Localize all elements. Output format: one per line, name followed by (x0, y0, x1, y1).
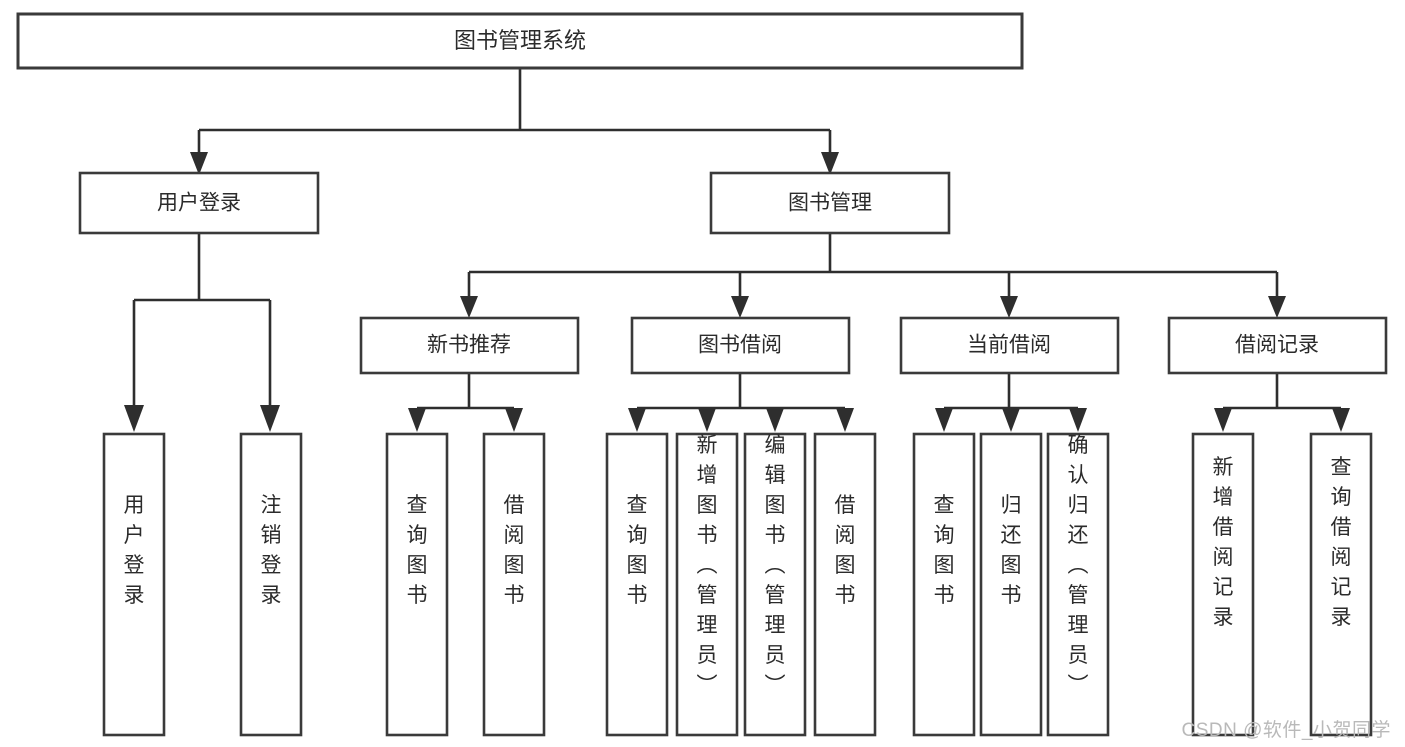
leaf-borrow-book-2[interactable]: 借阅图书 (813, 432, 877, 737)
leaf-confirm-return-box[interactable] (1046, 432, 1110, 737)
leaf-query-book-2[interactable]: 查询图书 (605, 432, 669, 737)
arrow-to-book-borrow (731, 296, 749, 318)
leaf-logout[interactable]: 注销登录 (239, 432, 303, 737)
arrow-to-leaf-user-login (124, 405, 144, 432)
leaf-add-book-label: 新增图书︵管理员︶ (697, 434, 718, 697)
arrow-to-leaf-logout (260, 405, 280, 432)
arrow-to-new-book-rec (460, 296, 478, 318)
node-current-borrow-label: 当前借阅 (967, 334, 1051, 357)
leaf-query-book-3-box[interactable] (912, 432, 976, 737)
leaf-logout-label: 注销登录 (261, 494, 282, 607)
node-user-login-label: 用户登录 (157, 192, 241, 215)
node-book-borrow-box[interactable] (630, 316, 851, 375)
leaf-query-book-2-label: 查询图书 (627, 494, 648, 607)
node-new-book-rec-label: 新书推荐 (427, 334, 511, 357)
connector-user-login-bus (132, 233, 272, 405)
leaf-confirm-return[interactable]: 确认归还︵管理员︶ (1046, 432, 1110, 737)
connector-new-book-rec-bus (415, 373, 516, 414)
leaf-borrow-book-1[interactable]: 借阅图书 (482, 432, 546, 737)
leaf-query-book-3[interactable]: 查询图书 (912, 432, 976, 737)
arrow-to-leaf-query-book-3 (935, 408, 953, 432)
leaf-add-record-box[interactable] (1191, 432, 1255, 737)
node-borrow-record-box[interactable] (1167, 316, 1388, 375)
leaf-query-book-3-label: 查询图书 (934, 494, 955, 607)
leaf-add-record[interactable]: 新增借阅记录 (1191, 432, 1255, 737)
arrow-to-book-manage (821, 152, 839, 175)
node-book-borrow[interactable]: 图书借阅 (630, 316, 851, 375)
node-book-borrow-label: 图书借阅 (698, 334, 782, 357)
connector-borrow-record-bus (1221, 373, 1343, 414)
leaf-query-record-box[interactable] (1309, 432, 1373, 737)
leaf-borrow-book-2-label: 借阅图书 (835, 494, 856, 607)
node-root-label: 图书管理系统 (454, 28, 586, 53)
arrow-to-leaf-borrow-book-1 (505, 408, 523, 432)
leaf-query-book-1[interactable]: 查询图书 (385, 432, 449, 737)
leaf-return-book-label: 归还图书 (1001, 494, 1022, 607)
connector-current-borrow-bus (942, 373, 1080, 414)
leaf-query-book-1-box[interactable] (385, 432, 449, 737)
arrow-to-leaf-confirm-return (1069, 408, 1087, 432)
leaf-logout-box[interactable] (239, 432, 303, 737)
arrow-to-leaf-return-book (1002, 408, 1020, 432)
leaf-user-login-label: 用户登录 (124, 494, 145, 607)
leaf-edit-book[interactable]: 编辑图书︵管理员︶ (743, 432, 807, 737)
node-root-box[interactable] (16, 12, 1024, 70)
node-root[interactable]: 图书管理系统 (16, 12, 1024, 70)
arrow-to-leaf-edit-book (766, 408, 784, 432)
connector-layer (124, 68, 1350, 432)
leaf-add-record-label: 新增借阅记录 (1213, 456, 1234, 629)
leaf-borrow-book-2-box[interactable] (813, 432, 877, 737)
node-new-book-rec-box[interactable] (359, 316, 580, 375)
arrow-to-leaf-query-record (1332, 408, 1350, 432)
leaf-edit-book-label: 编辑图书︵管理员︶ (765, 434, 786, 697)
node-user-login[interactable]: 用户登录 (78, 171, 320, 235)
leaf-user-login-box[interactable] (102, 432, 166, 737)
leaf-add-book[interactable]: 新增图书︵管理员︶ (675, 432, 739, 737)
node-current-borrow[interactable]: 当前借阅 (899, 316, 1120, 375)
connector-book-borrow-bus (635, 373, 847, 414)
connector-book-manage-bus (467, 233, 1279, 298)
leaf-user-login[interactable]: 用户登录 (102, 432, 166, 737)
leaf-query-book-2-box[interactable] (605, 432, 669, 737)
connector-root-to-level2 (197, 68, 832, 160)
node-new-book-rec[interactable]: 新书推荐 (359, 316, 580, 375)
node-current-borrow-box[interactable] (899, 316, 1120, 375)
arrow-to-leaf-add-record (1214, 408, 1232, 432)
node-borrow-record[interactable]: 借阅记录 (1167, 316, 1388, 375)
leaf-edit-book-box[interactable] (743, 432, 807, 737)
arrow-to-current-borrow (1000, 296, 1018, 318)
node-user-login-box[interactable] (78, 171, 320, 235)
leaf-return-book-box[interactable] (979, 432, 1043, 737)
leaf-query-record-label: 查询借阅记录 (1331, 456, 1352, 629)
arrow-to-leaf-query-book-1 (408, 408, 426, 432)
arrow-to-borrow-record (1268, 296, 1286, 318)
node-book-manage-label: 图书管理 (788, 192, 872, 215)
node-book-manage[interactable]: 图书管理 (709, 171, 951, 235)
node-borrow-record-label: 借阅记录 (1235, 334, 1319, 357)
leaf-borrow-book-1-box[interactable] (482, 432, 546, 737)
leaf-return-book[interactable]: 归还图书 (979, 432, 1043, 737)
arrow-to-user-login (190, 152, 208, 175)
leaf-query-book-1-label: 查询图书 (407, 494, 428, 607)
leaf-confirm-return-label: 确认归还︵管理员︶ (1068, 434, 1089, 697)
leaf-query-record[interactable]: 查询借阅记录 (1309, 432, 1373, 737)
node-book-manage-box[interactable] (709, 171, 951, 235)
leaf-borrow-book-1-label: 借阅图书 (504, 494, 525, 607)
arrow-to-leaf-borrow-book-2 (836, 408, 854, 432)
arrow-to-leaf-add-book (698, 408, 716, 432)
arrow-to-leaf-query-book-2 (628, 408, 646, 432)
leaf-add-book-box[interactable] (675, 432, 739, 737)
